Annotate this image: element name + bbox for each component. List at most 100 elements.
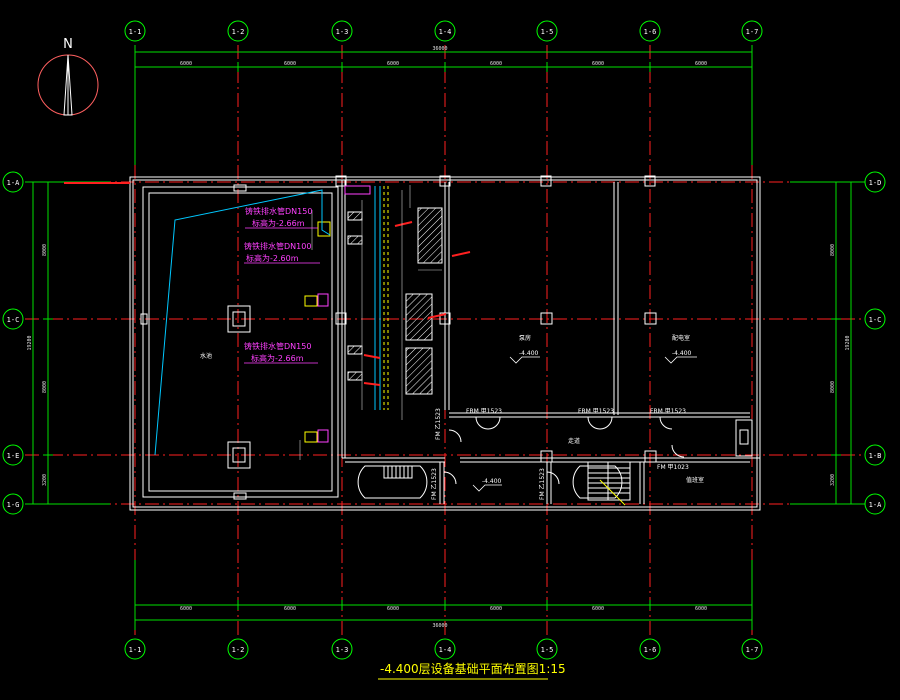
north-arrow-icon: N [37, 37, 99, 116]
bubble-bottom-6 [639, 638, 661, 660]
bubble-right-a [864, 493, 886, 515]
dimension-texts: 36000 6000 6000 6000 6000 6000 6000 3600… [27, 46, 851, 629]
door-label-6: FM 乙1523 [431, 468, 438, 500]
level-markers [472, 356, 697, 492]
bubble-top-2-label: 1-2 [232, 28, 245, 36]
pipe-2-line1: 铸铁排水管DN100 [244, 241, 311, 251]
bubble-top-4-label: 1-4 [439, 28, 452, 36]
dim-top-span-6: 6000 [695, 61, 707, 67]
pool-wall-outer [142, 186, 339, 498]
pump-markers [317, 185, 371, 443]
equipment-tank [417, 207, 443, 264]
bubble-top-5-label: 1-5 [541, 28, 554, 36]
bubble-left-a [2, 171, 24, 193]
pipe-1-line2: 标高为-2.66m [252, 218, 305, 228]
pipe-1-line1: 铸铁排水管DN150 [245, 206, 312, 216]
room-b-label: 配电室 [672, 334, 690, 342]
bubble-top-1-label: 1-1 [129, 28, 142, 36]
dim-top-span-3: 6000 [387, 61, 399, 67]
dim-bottom-span-2: 6000 [284, 606, 296, 612]
corridor-label: 走道 [568, 437, 580, 445]
bubble-top-5 [536, 20, 558, 42]
drawing-title: -4.400层设备基础平面布置图1:15 [380, 662, 566, 676]
level-b: -4.400 [672, 350, 692, 357]
door-label-2: FRM 甲1523 [578, 408, 614, 415]
bubble-bottom-5-label: 1-5 [541, 646, 554, 654]
bubble-right-d-label: 1-D [869, 179, 882, 187]
door-labels: FRM 甲1523 FRM 甲1523 FRM 甲1523 FM 甲1023 F… [431, 408, 689, 500]
bubble-left-g-label: 1-G [7, 501, 20, 509]
grid-bubble-labels: 1-1 1-2 1-3 1-4 1-5 1-6 1-7 1-1 1-2 1-3 … [7, 28, 882, 654]
dim-top-total: 36000 [432, 46, 447, 52]
pool-wall-inner [148, 192, 333, 492]
bubble-top-4 [434, 20, 456, 42]
dim-right-span-3: 3200 [830, 474, 836, 486]
bubble-top-7 [741, 20, 763, 42]
bubble-bottom-5 [536, 638, 558, 660]
bubble-bottom-3 [331, 638, 353, 660]
bubble-bottom-2 [227, 638, 249, 660]
pipe-labels: 铸铁排水管DN150 标高为-2.66m 铸铁排水管DN100 标高为-2.60… [244, 206, 312, 363]
dim-bottom-span-6: 6000 [695, 606, 707, 612]
bubble-top-3 [331, 20, 353, 42]
bubble-top-3-label: 1-3 [336, 28, 349, 36]
outer-wall [129, 176, 761, 511]
dim-left-span-1: 8000 [42, 244, 48, 256]
room-a-label: 泵房 [519, 334, 531, 342]
dim-bottom-span-3: 6000 [387, 606, 399, 612]
dimension-lines [25, 45, 870, 630]
door-label-1: FRM 甲1523 [466, 408, 502, 415]
bubble-left-a-label: 1-A [7, 179, 20, 187]
bubble-right-b [864, 444, 886, 466]
column-base [227, 441, 251, 469]
dim-bottom-span-4: 6000 [490, 606, 502, 612]
column-base [227, 305, 251, 333]
pipe-3-line1: 铸铁排水管DN150 [244, 341, 311, 351]
dim-right-total: 19200 [845, 335, 851, 350]
bubble-bottom-1-label: 1-1 [129, 646, 142, 654]
dim-top-span-4: 6000 [490, 61, 502, 67]
drawing-title-block: -4.400层设备基础平面布置图1:15 [378, 662, 566, 680]
bubble-bottom-4-label: 1-4 [439, 646, 452, 654]
bubble-top-6 [639, 20, 661, 42]
bubble-right-d [864, 171, 886, 193]
room-pool-label: 水池 [200, 352, 212, 360]
dim-left-total: 19200 [27, 335, 33, 350]
grid-bubbles [2, 20, 886, 660]
stair-left [357, 465, 428, 499]
equipment-tank [405, 347, 433, 395]
dim-bottom-span-5: 6000 [592, 606, 604, 612]
office-label: 值班室 [686, 476, 704, 484]
bubble-bottom-4 [434, 638, 456, 660]
outer-wall-inner [132, 179, 758, 508]
door-swings [443, 416, 685, 485]
dim-top-span-1: 6000 [180, 61, 192, 67]
bubble-top-6-label: 1-6 [644, 28, 657, 36]
column [232, 447, 246, 463]
axis-lines [25, 45, 870, 635]
door-label-4: FM 甲1023 [657, 464, 689, 471]
pump-markers-yellow [304, 221, 331, 443]
bubble-bottom-6-label: 1-6 [644, 646, 657, 654]
bubble-bottom-2-label: 1-2 [232, 646, 245, 654]
dim-right-span-2: 8000 [830, 381, 836, 393]
bubble-right-b-label: 1-B [869, 452, 882, 460]
pipe-label-leaders [244, 227, 320, 364]
door-label-7: FM 乙1523 [539, 468, 546, 500]
bubble-bottom-7 [741, 638, 763, 660]
dim-top-span-5: 6000 [592, 61, 604, 67]
dim-top-span-2: 6000 [284, 61, 296, 67]
pipe-3-line2: 标高为-2.66m [251, 353, 304, 363]
bubble-right-a-label: 1-A [869, 501, 882, 509]
pipe-stubs-red [64, 182, 471, 386]
level-a: -4.400 [519, 350, 539, 357]
bubble-left-e [2, 444, 24, 466]
dim-left-span-3: 3200 [42, 474, 48, 486]
bubble-bottom-7-label: 1-7 [746, 646, 759, 654]
bubble-bottom-1 [124, 638, 146, 660]
door-label-5: FM 乙1523 [435, 408, 442, 440]
column [232, 311, 246, 327]
bubble-right-c-label: 1-C [869, 316, 882, 324]
north-label: N [63, 37, 73, 52]
